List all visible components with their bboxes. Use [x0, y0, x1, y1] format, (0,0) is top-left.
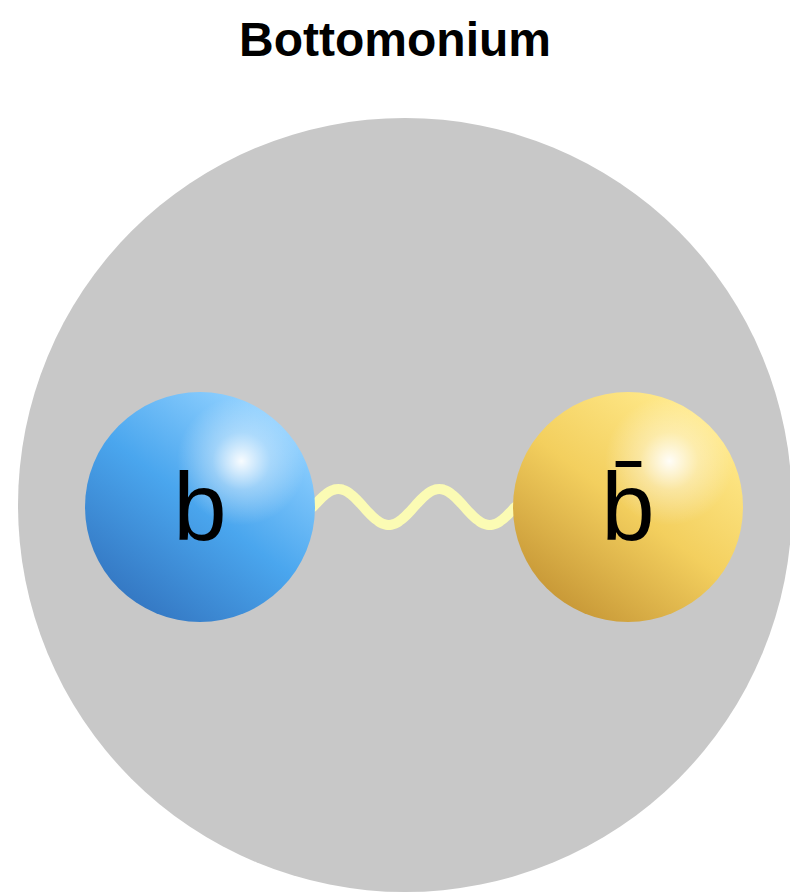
quark-sphere: b — [85, 392, 315, 622]
hadron-bubble — [18, 118, 790, 892]
sphere-body — [85, 392, 315, 622]
quark-label: b̄ — [601, 459, 654, 555]
gluon-wave — [313, 489, 515, 525]
diagram-title: Bottomonium — [0, 12, 790, 67]
sphere-content: b — [85, 392, 315, 622]
quark-sphere: b̄ — [513, 392, 743, 622]
sphere-content: b̄ — [513, 392, 743, 622]
sphere-highlight — [85, 392, 315, 622]
quark-label: b — [173, 459, 226, 555]
sphere-highlight — [513, 392, 743, 622]
sphere-body — [513, 392, 743, 622]
